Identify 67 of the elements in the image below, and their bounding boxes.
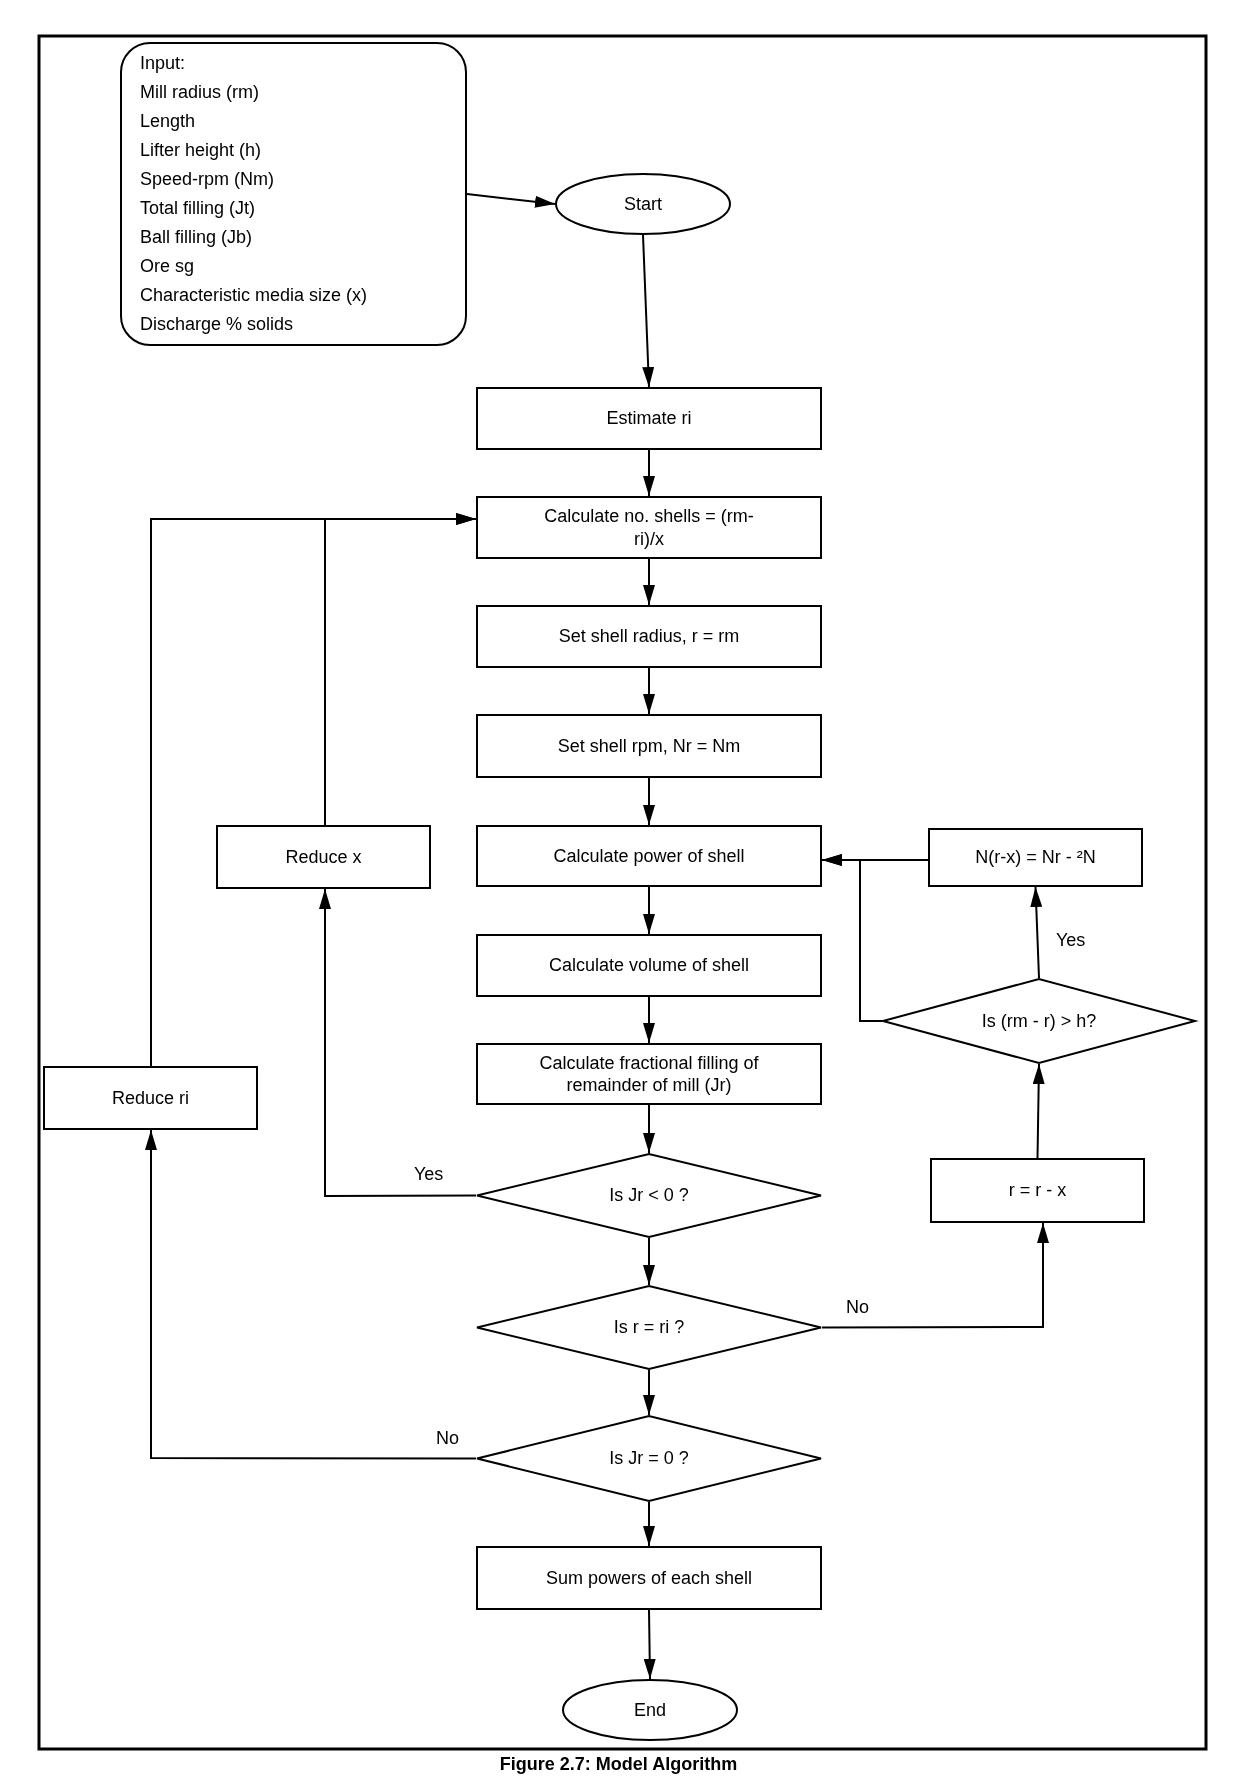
flow-arrow (821, 854, 929, 866)
process-box (476, 605, 822, 668)
process-box (476, 1043, 822, 1105)
node-label: Reduce x (285, 845, 362, 869)
process-box (928, 828, 1143, 887)
terminal-ellipse (555, 173, 731, 235)
input-item: Input: (140, 52, 186, 75)
flow-arrow (643, 1501, 655, 1547)
flow-arrow (466, 193, 556, 208)
flow-arrow (643, 777, 655, 826)
node-label: End (634, 1698, 666, 1722)
decision-diamond (476, 1415, 822, 1502)
input-item: Ore sg (140, 255, 195, 278)
node-label: N(r-x) = Nr - ²N (975, 846, 1096, 869)
flow-arrow (145, 1129, 477, 1460)
process-box (476, 387, 822, 450)
terminal-ellipse (562, 1679, 738, 1741)
process-box (476, 934, 822, 997)
flow-arrow (643, 1609, 656, 1680)
flow-arrow (643, 1237, 655, 1286)
node-label: Is (rm - r) > h? (981, 1009, 1097, 1033)
input-item: Discharge % solids (140, 313, 294, 336)
node-label: Calculate fractional filling of remainder of mill (Jr) (538, 1051, 760, 1097)
process-box (216, 825, 431, 889)
decision-diamond (476, 1153, 822, 1238)
flow-arrow (821, 1222, 1049, 1329)
node-label: Set shell radius, r = rm (558, 625, 740, 648)
process-box (476, 1546, 822, 1610)
process-box (476, 825, 822, 887)
flow-arrow (1032, 1063, 1045, 1159)
flow-arrow (643, 996, 655, 1044)
process-box (930, 1158, 1145, 1223)
node-label: Reduce ri (111, 1086, 189, 1110)
node-label: Is r = ri ? (613, 1316, 685, 1339)
decision-diamond (476, 1285, 822, 1370)
node-label: Is Jr < 0 ? (609, 1184, 689, 1207)
flow-arrow (643, 667, 655, 715)
input-item: Ball filling (Jb) (140, 226, 253, 249)
node-label: r = r - x (1008, 1179, 1067, 1202)
process-box (476, 496, 822, 559)
input-item: Length (140, 110, 196, 133)
flow-arrow (643, 886, 655, 935)
flow-arrow (643, 1369, 655, 1416)
input-item: Mill radius (rm) (140, 81, 259, 104)
flow-arrow (643, 449, 655, 497)
process-box (43, 1066, 258, 1130)
input-box (120, 42, 467, 346)
input-item: Speed-rpm (Nm) (140, 168, 275, 191)
input-item: Total filling (Jt) (140, 197, 256, 220)
node-label: Calculate volume of shell (548, 954, 750, 977)
figure-caption: Figure 2.7: Model Algorithm (498, 1754, 739, 1775)
input-item: Characteristic media size (x) (140, 284, 368, 307)
input-item: Lifter height (h) (140, 139, 262, 162)
process-box (476, 714, 822, 778)
flow-arrow (643, 558, 655, 606)
node-label: Set shell rpm, Nr = Nm (557, 734, 741, 758)
node-label: Sum powers of each shell (545, 1566, 753, 1590)
flow-arrow (319, 888, 477, 1197)
node-label: Is Jr = 0 ? (609, 1447, 689, 1470)
node-label: Start (624, 192, 662, 216)
node-label: Calculate no. shells = (rm-ri)/x (543, 505, 755, 550)
decision-diamond (882, 978, 1196, 1064)
node-label: Calculate power of shell (553, 844, 745, 868)
flow-arrow (1030, 886, 1043, 979)
flow-arrow (642, 234, 655, 388)
node-label: Estimate ri (606, 407, 692, 430)
flow-arrow (643, 1104, 655, 1154)
